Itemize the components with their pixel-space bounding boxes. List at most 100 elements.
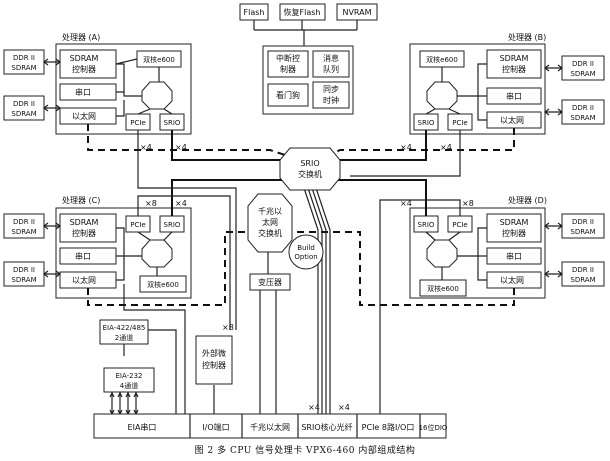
processor-d-core-box (419, 279, 467, 297)
pcie-link-c (137, 195, 231, 330)
fiber-line-1 (303, 187, 319, 414)
multiplier-x4-fiber-1: ×4 (308, 403, 320, 412)
eia232-label-1: EIA-232 (115, 372, 142, 380)
processor-c-title: 处理器 (C) (62, 195, 100, 205)
processor-c-memories: DDR II SDRAM DDR II SDRAM (3, 213, 61, 287)
processor-a-title: 处理器 (A) (62, 32, 100, 42)
processor-a-ddr-1-label-2: SDRAM (11, 64, 36, 72)
processor-d-ddr-2 (561, 261, 605, 287)
pcie-link-b (350, 130, 461, 177)
processor-b-title: 处理器 (B) (508, 32, 546, 42)
processor-a-core-label: 双核e600 (143, 55, 175, 64)
srio-link-c (171, 179, 286, 216)
processor-b-ddr-1-label-1: DDR II (572, 60, 594, 68)
sync-clock-box (312, 81, 350, 109)
processor-c-ethernet-label: 以太网 (72, 275, 96, 285)
ethernet-bus-bottom-right (290, 231, 515, 306)
processor-b-sdram-ctrl-label-1: SDRAM (500, 54, 529, 63)
processor-a: 处理器 (A) SDRAM 控制器 串口 以太网 双核e600 PCIe SRI… (55, 32, 192, 135)
flash-label: Flash (244, 8, 265, 17)
processor-c-ddr-2-label-1: DDR II (13, 266, 35, 274)
watchdog-label: 看门狗 (276, 90, 300, 100)
processor-c-bus-octagon (141, 239, 173, 268)
multiplier-x4-b-srio: ×4 (400, 143, 412, 152)
srio-link-a (171, 130, 286, 161)
bottom-bar-frame (93, 413, 447, 439)
ext-micro-label-2: 控制器 (202, 360, 226, 370)
processor-c-ddr-2 (3, 261, 45, 287)
srio-switch-label-1: SRIO (300, 159, 319, 168)
message-queue-label-1: 消息 (323, 53, 339, 63)
sync-clock-label-1: 同步 (323, 85, 339, 94)
interrupt-controller-box (267, 50, 309, 78)
transformer-label: 变压器 (258, 277, 282, 287)
processor-a-ddr-1 (3, 49, 45, 75)
processor-d-sdram-ctrl-label-1: SDRAM (500, 218, 529, 227)
multiplier-x4-c: ×4 (175, 199, 187, 208)
processor-b-pcie-label: PCIe (452, 119, 467, 127)
processor-d-srio-label: SRIO (418, 221, 435, 229)
processor-c-ddr-1-label-2: SDRAM (11, 228, 36, 236)
build-option-label-2: Option (294, 253, 317, 261)
message-queue-label-2: 队列 (323, 64, 339, 74)
bottom-bar-pcie-io: PCIe 8路I/O口 (362, 422, 415, 432)
processor-d-bus-octagon (426, 239, 458, 268)
transformer: 变压器 (249, 273, 291, 291)
processor-d-pcie-label: PCIe (452, 221, 467, 229)
processor-a-ddr-2-label-2: SDRAM (11, 110, 36, 118)
processor-b-ddr-2-label-1: DDR II (572, 104, 594, 112)
ethernet-bus-top-left (87, 124, 301, 161)
multiplier-x4-a-pcie: ×4 (140, 143, 152, 152)
external-microcontroller: 外部微 控制器 (195, 335, 233, 385)
processor-b-memories: DDR II SDRAM DDR II SDRAM (544, 55, 605, 125)
processor-b-ddr-1-label-2: SDRAM (570, 70, 595, 78)
processor-c-core-label: 双核e600 (147, 280, 179, 289)
eia422-label-1: EIA-422/485 (103, 324, 146, 332)
fiber-line-4 (315, 187, 331, 414)
processor-a-bus-octagon (141, 81, 173, 110)
processor-a-ddr-2-label-1: DDR II (13, 100, 35, 108)
srio-switch: SRIO 交换机 (279, 147, 341, 191)
multiplier-x8-micro: ×8 (222, 323, 234, 332)
processor-b-srio-label: SRIO (418, 119, 435, 127)
processor-d-sdram-ctrl-label-2: 控制器 (502, 228, 526, 238)
processor-d-title: 处理器 (D) (508, 195, 547, 205)
processor-d-serial-label: 串口 (506, 252, 522, 261)
processor-a-pcie-label: PCIe (130, 119, 145, 127)
eia422-box (99, 319, 149, 345)
processor-c: 处理器 (C) SDRAM 控制器 串口 以太网 PCIe SRIO 双核e60… (55, 195, 192, 299)
message-queue-box (312, 50, 350, 78)
processor-a-serial-label: 串口 (75, 88, 91, 97)
build-option-label-1: Build (297, 244, 315, 252)
multiplier-x4-b-pcie: ×4 (440, 143, 452, 152)
processor-d-ddr-2-label-2: SDRAM (570, 276, 595, 284)
gbe-switch-label-2: 太网 (262, 217, 278, 227)
processor-c-ddr-2-label-2: SDRAM (11, 276, 36, 284)
processor-a-memories: DDR II SDRAM DDR II SDRAM (3, 49, 61, 121)
figure-caption: 图 2 多 CPU 信号处理卡 VPX6-460 内部组成结构 (194, 446, 416, 456)
nvram-label: NVRAM (342, 8, 371, 17)
processor-d-ethernet-label: 以太网 (500, 275, 524, 285)
processor-c-pcie-label: PCIe (130, 221, 145, 229)
processor-d: 处理器 (D) SRIO PCIe SDRAM 控制器 串口 以太网 双核e60… (409, 195, 547, 299)
gbe-switch-label-3: 交换机 (258, 228, 282, 238)
multiplier-labels: ×4 ×4 ×4 ×4 ×8 ×4 ×4 ×8 ×8 ×4 ×4 (140, 143, 474, 412)
bottom-bar-dio: 16位DIO (419, 423, 448, 432)
multiplier-x8-c: ×8 (145, 199, 157, 208)
processor-d-ddr-1-label-2: SDRAM (570, 228, 595, 236)
processor-a-sdram-ctrl-label-2: 控制器 (72, 64, 96, 74)
eia232-box (103, 367, 155, 393)
top-shared-block: Flash 恢复Flash NVRAM 中断控 制器 消息 队列 看门狗 同步 … (239, 3, 378, 115)
watchdog-box (267, 83, 309, 107)
srio-switch-shape (279, 147, 341, 191)
eia422-label-2: 2通道 (115, 333, 133, 342)
pcie-link-a (137, 130, 237, 330)
pcie-link-d (379, 199, 461, 414)
ethernet-bus-bottom-left (87, 231, 265, 306)
multiplier-x4-d: ×4 (400, 199, 412, 208)
bottom-bar-eia-serial: EIA串口 (128, 423, 157, 432)
processor-a-ethernet-label: 以太网 (72, 111, 96, 121)
bottom-bar-gbe: 千兆以太网 (250, 422, 290, 432)
processor-c-core-box (139, 275, 187, 293)
